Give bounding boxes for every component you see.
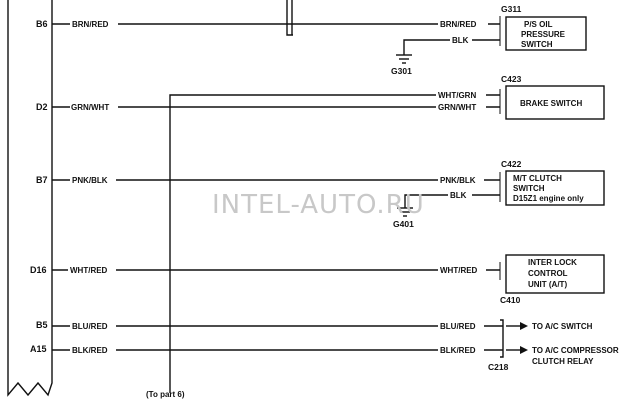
pin-d2: D2 bbox=[36, 102, 48, 112]
connector-c218: C218 bbox=[488, 362, 509, 372]
connector-c422: C422 bbox=[501, 159, 522, 169]
interlock-line-3: UNIT (A/T) bbox=[528, 280, 567, 289]
connector-c410: C410 bbox=[500, 295, 521, 305]
wire-label-a15-right: BLK/RED bbox=[440, 346, 476, 355]
ground-symbol-g401 bbox=[397, 207, 413, 217]
wire-label-b7-left: PNK/BLK bbox=[72, 176, 108, 185]
ps-switch-line-2: PRESSURE bbox=[521, 30, 566, 39]
wire-label-d2-right: GRN/WHT bbox=[438, 103, 476, 112]
wire-label-d2-left: GRN/WHT bbox=[71, 103, 109, 112]
brake-switch-box bbox=[505, 85, 605, 120]
pin-d16: D16 bbox=[30, 265, 47, 275]
ps-switch-line-3: SWITCH bbox=[521, 40, 553, 49]
wire-label-b5-left: BLU/RED bbox=[72, 322, 108, 331]
ac-relay-line-2: CLUTCH RELAY bbox=[532, 357, 594, 366]
wire-label-d16-right: WHT/RED bbox=[440, 266, 478, 275]
ac-switch-label: TO A/C SWITCH bbox=[532, 322, 593, 331]
clutch-switch-line-1: M/T CLUTCH bbox=[513, 174, 562, 183]
wire-label-b7-right: PNK/BLK bbox=[440, 176, 476, 185]
pin-b5: B5 bbox=[36, 320, 48, 330]
wire-label-b5-right: BLU/RED bbox=[440, 322, 476, 331]
ac-relay-line-1: TO A/C COMPRESSOR bbox=[532, 346, 619, 355]
c218-connector-bracket bbox=[500, 319, 504, 358]
wire-label-g311-gnd: BLK bbox=[452, 36, 469, 45]
connector-g401: G401 bbox=[393, 219, 414, 229]
pin-b7: B7 bbox=[36, 175, 48, 185]
clutch-switch-line-3: D15Z1 engine only bbox=[513, 194, 584, 203]
wire-label-d16-left: WHT/RED bbox=[70, 266, 108, 275]
brake-switch-label: BRAKE SWITCH bbox=[520, 99, 582, 108]
upper-junction-bracket bbox=[286, 0, 293, 36]
interlock-unit-box bbox=[505, 254, 605, 294]
ground-symbol-g301 bbox=[396, 54, 412, 64]
watermark: INTEL-AUTO.RU bbox=[212, 190, 425, 220]
interlock-line-2: CONTROL bbox=[528, 269, 568, 278]
connector-c423: C423 bbox=[501, 74, 522, 84]
connector-g311: G311 bbox=[501, 4, 522, 14]
arrow-ac-relay bbox=[520, 346, 528, 354]
wire-label-b6-left: BRN/RED bbox=[72, 20, 109, 29]
clutch-switch-box bbox=[505, 170, 605, 206]
control-unit-outline bbox=[7, 0, 53, 397]
ps-switch-line-1: P/S OIL bbox=[524, 20, 553, 29]
wire-label-g401-gnd: BLK bbox=[450, 191, 467, 200]
wire-d2-branch bbox=[169, 94, 500, 393]
wire-label-b6-right: BRN/RED bbox=[440, 20, 477, 29]
wire-label-a15-left: BLK/RED bbox=[72, 346, 108, 355]
interlock-line-1: INTER LOCK bbox=[528, 258, 577, 267]
connector-g301: G301 bbox=[391, 66, 412, 76]
arrow-ac-switch bbox=[520, 322, 528, 330]
wire-label-d2-top: WHT/GRN bbox=[438, 91, 476, 100]
pin-a15: A15 bbox=[30, 344, 47, 354]
pin-b6: B6 bbox=[36, 19, 48, 29]
to-part-note: (To part 6) bbox=[146, 390, 185, 399]
ps-oil-switch-box bbox=[505, 16, 587, 51]
clutch-switch-line-2: SWITCH bbox=[513, 184, 545, 193]
